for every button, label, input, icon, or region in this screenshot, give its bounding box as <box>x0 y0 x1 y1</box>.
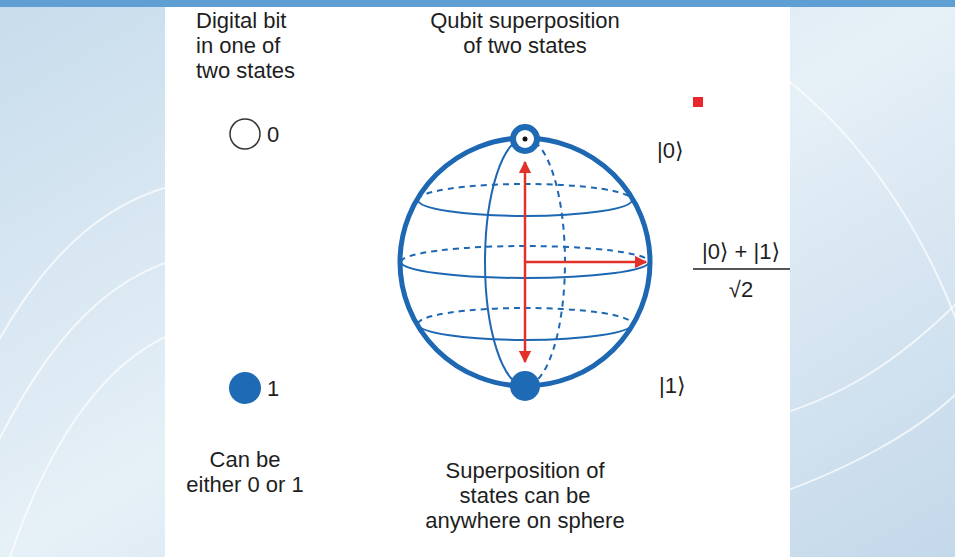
state-vector <box>525 261 646 264</box>
state-ket: |1⟩ <box>659 373 686 398</box>
bloch-sphere <box>400 138 650 386</box>
bit-note: Can be either 0 or 1 <box>183 447 308 497</box>
north-pole-dot <box>523 137 528 142</box>
south-pole <box>510 371 540 401</box>
meridian-front <box>485 138 525 386</box>
bit-one-circle <box>229 372 261 404</box>
fraction-bar <box>693 268 790 270</box>
bit-zero-circle <box>230 119 260 149</box>
bit-value: 1 <box>267 376 279 401</box>
red-marker <box>693 97 703 107</box>
sphere-note: Superposition of states can be anywhere … <box>420 458 630 533</box>
north-pole <box>510 124 540 154</box>
state-ket: |0⟩ <box>657 138 684 163</box>
sphere-outline <box>400 138 650 386</box>
fraction-numerator: |0⟩ + |1⟩ <box>702 239 780 264</box>
top-strip <box>0 0 955 7</box>
bit-caption: Digital bit in one of two states <box>196 8 301 83</box>
qubit-caption: Qubit superposition of two states <box>425 8 625 58</box>
bit-value: 0 <box>267 122 279 147</box>
fraction-denominator: √2 <box>729 277 753 302</box>
north-pole-inner <box>516 130 534 148</box>
white-panel <box>165 7 790 557</box>
